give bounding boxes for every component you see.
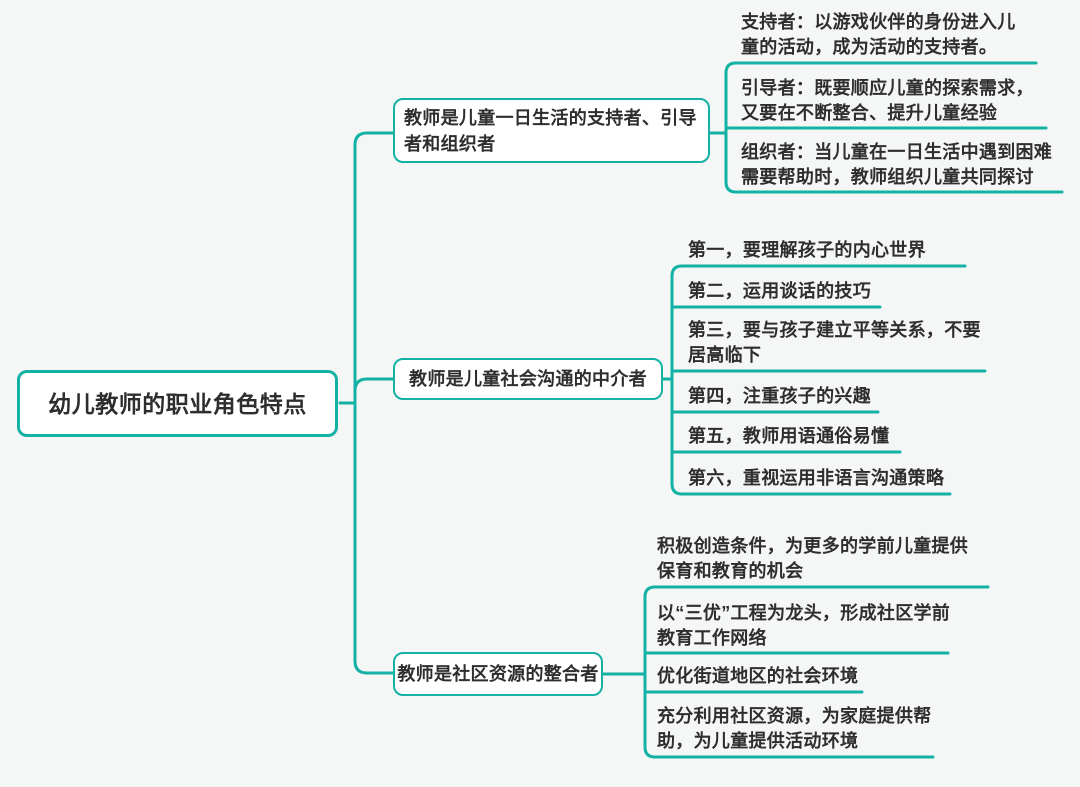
leaf-node-organizer[interactable]: 组织者：当儿童在一日生活中遇到困难需要帮助时，教师组织儿童共同探讨 (741, 142, 1053, 187)
leaf-node-sanyou-project[interactable]: 以“三优”工程为龙头，形成社区学前教育工作网络 (657, 603, 951, 648)
edge-trunk-branch-1 (353, 131, 395, 405)
leaf-node-supporter[interactable]: 支持者：以游戏伙伴的身份进入儿童的活动，成为活动的支持者。 (741, 12, 1016, 57)
leaf-node-point-2[interactable]: 第二，运用谈话的技巧 (688, 281, 871, 301)
root-node[interactable]: 幼儿教师的职业角色特点 (17, 370, 338, 437)
branch-node-social-mediator[interactable]: 教师是儿童社会沟通的中介者 (393, 358, 663, 400)
edge-trunk-branch-2 (353, 377, 395, 393)
leaf-node-guide[interactable]: 引导者：既要顺应儿童的探索需求，又要在不断整合、提升儿童经验 (741, 78, 1034, 123)
root-node-label: 幼儿教师的职业角色特点 (48, 390, 307, 417)
branch-node-label: 教师是社区资源的整合者 (397, 664, 599, 684)
leaf-node-point-3[interactable]: 第三，要与孩子建立平等关系，不要居高临下 (688, 320, 981, 365)
branch-node-teacher-daily-life[interactable]: 教师是儿童一日生活的支持者、引导者和组织者 (393, 98, 710, 163)
leaf-node-point-4[interactable]: 第四，注重孩子的兴趣 (688, 386, 871, 406)
leaf-node-point-1[interactable]: 第一，要理解孩子的内心世界 (688, 240, 926, 260)
leaf-node-optimize-environment[interactable]: 优化街道地区的社会环境 (657, 666, 859, 686)
branch-node-community-integrator[interactable]: 教师是社区资源的整合者 (393, 652, 603, 696)
edge-trunk-branch-3 (353, 401, 395, 675)
spine-branch-3 (643, 585, 990, 759)
branch-node-label: 教师是儿童一日生活的支持者、引导者和组织者 (404, 107, 697, 154)
leaf-node-create-conditions[interactable]: 积极创造条件，为更多的学前儿童提供保育和教育的机会 (657, 536, 969, 581)
leaf-node-use-community-resources[interactable]: 充分利用社区资源，为家庭提供帮助，为儿童提供活动环境 (657, 706, 932, 751)
spine-branch-2 (670, 264, 967, 496)
leaf-node-point-6[interactable]: 第六，重视运用非语言沟通策略 (688, 468, 945, 488)
branch-node-label: 教师是儿童社会沟通的中介者 (409, 369, 647, 389)
leaf-node-point-5[interactable]: 第五，教师用语通俗易懂 (688, 426, 890, 446)
